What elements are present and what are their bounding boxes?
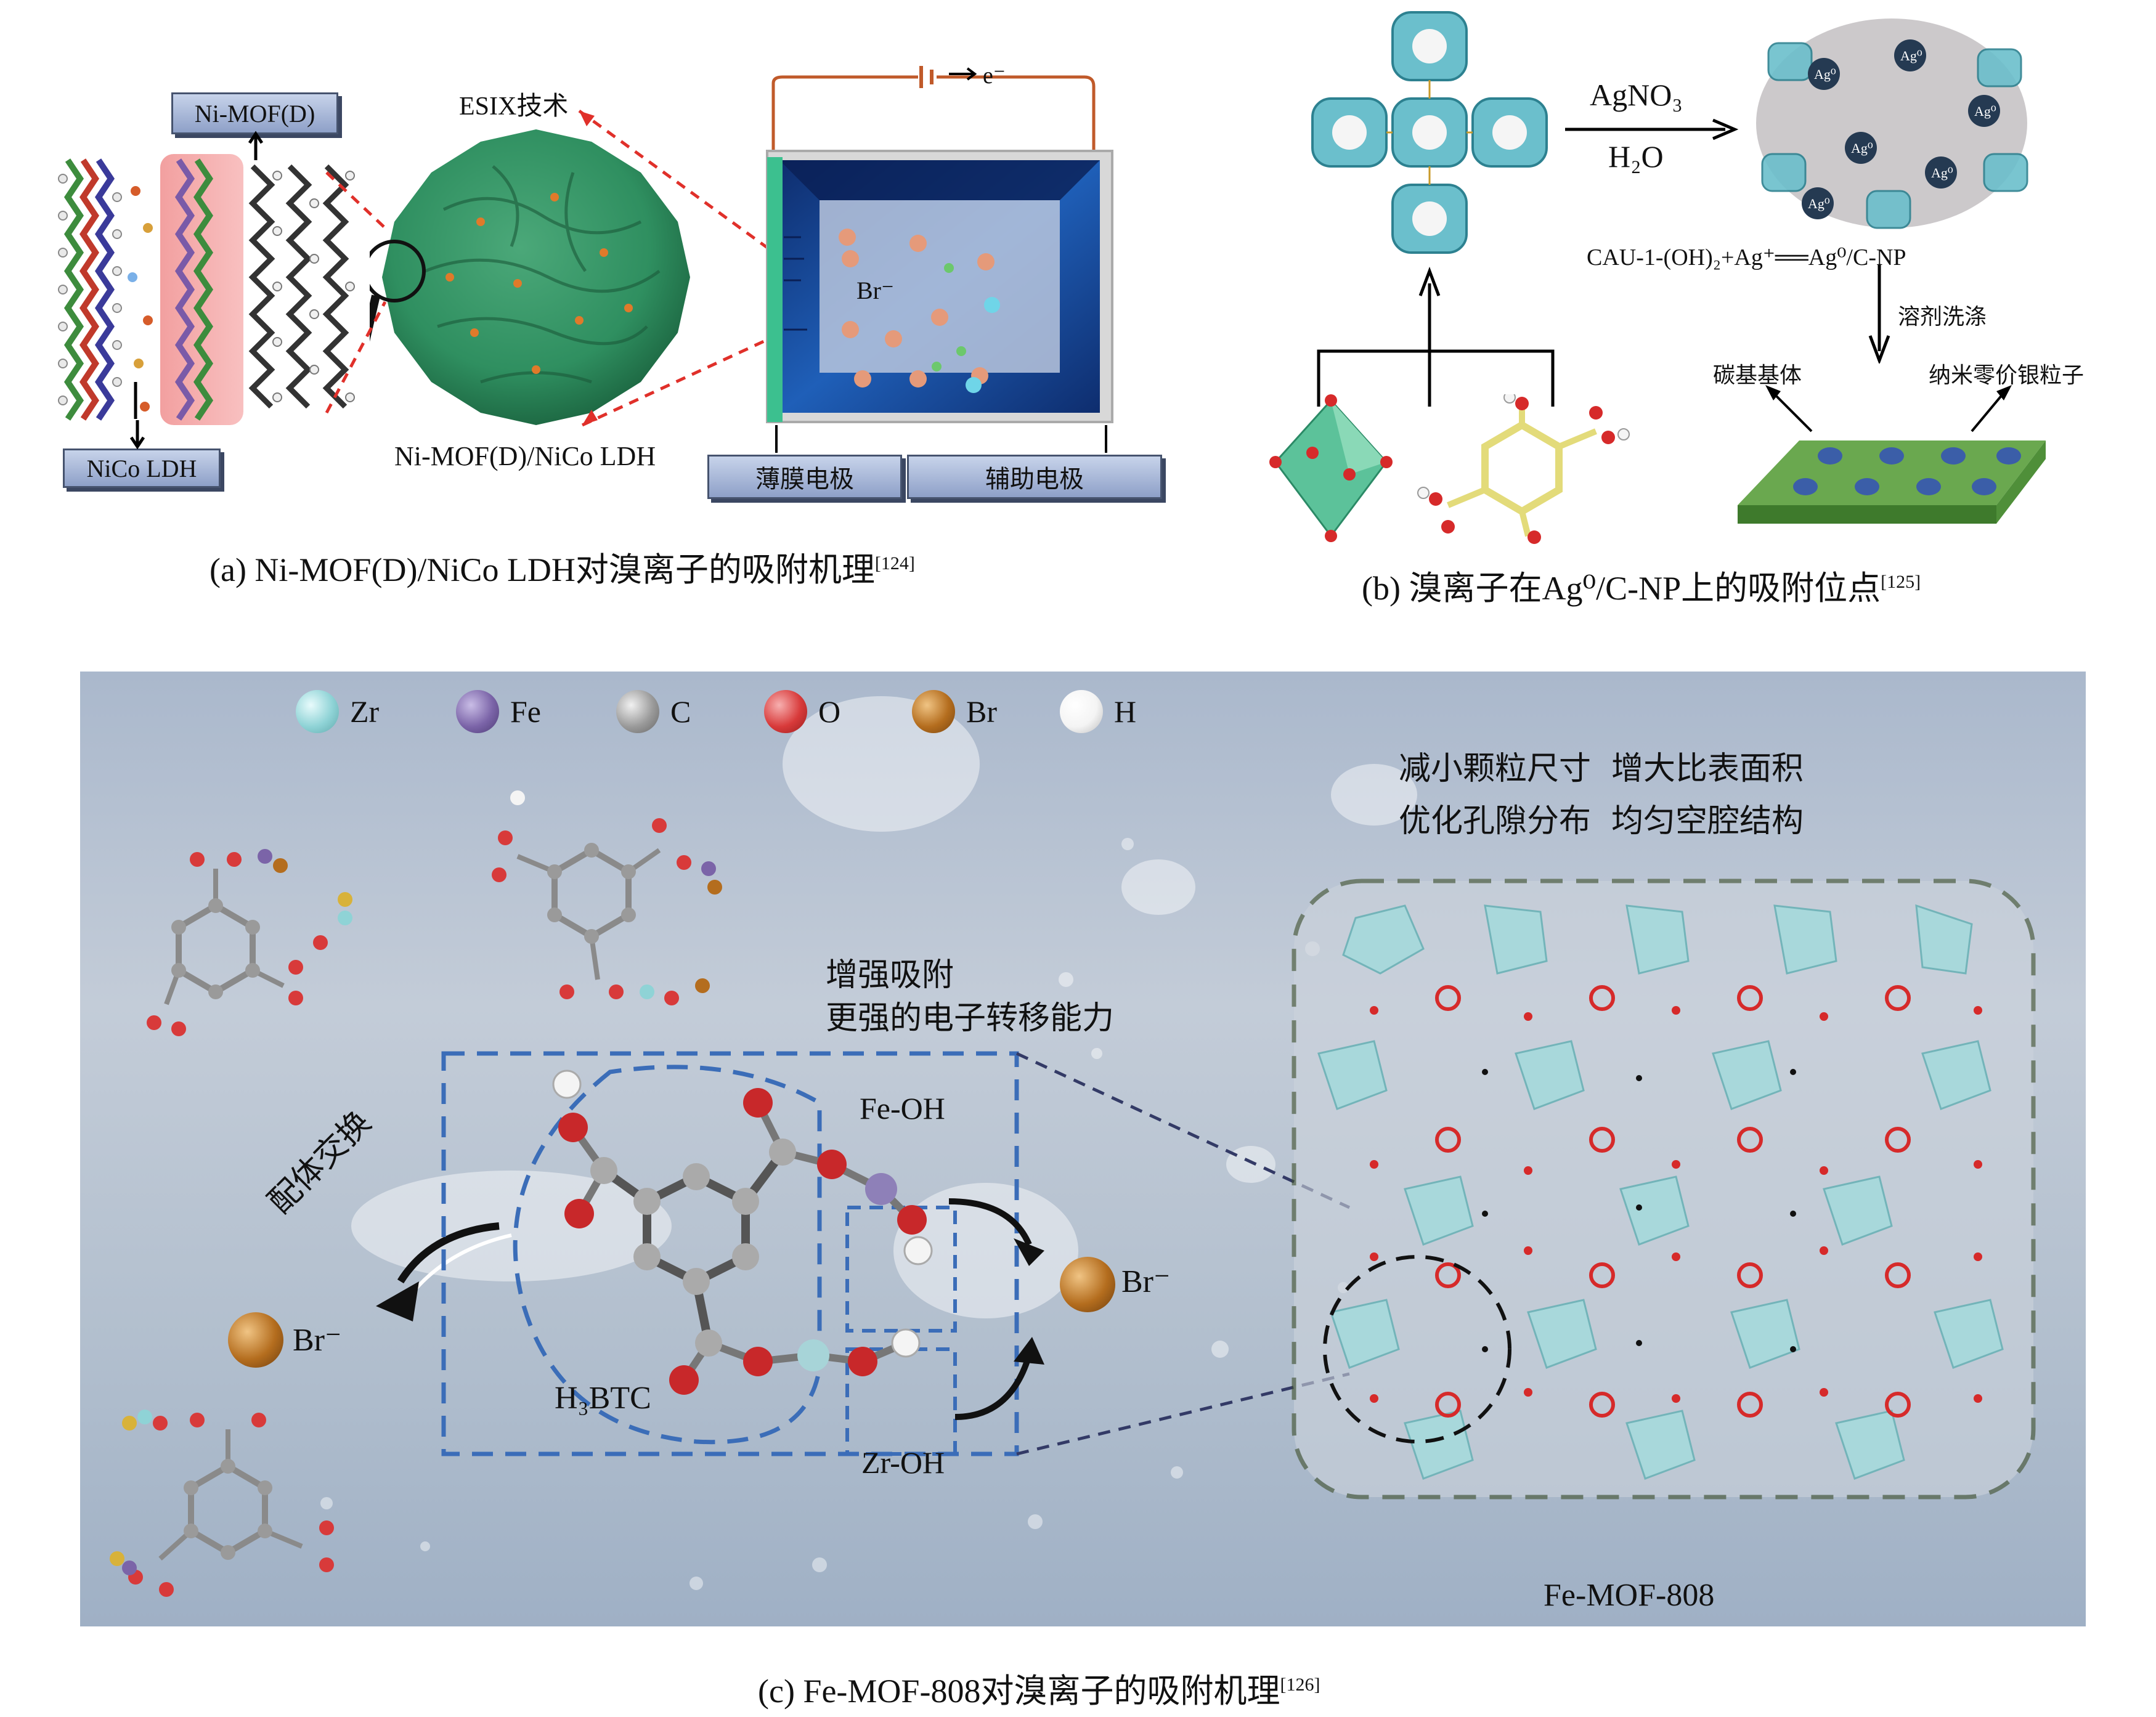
legend-h-swatch [1060, 690, 1103, 733]
legend-br: Br [912, 690, 997, 733]
benefits-line-1: 减小颗粒尺寸 增大比表面积 [1399, 750, 1804, 787]
ag0-label-6: Ag⁰ [1808, 196, 1830, 211]
legend-fe: Fe [456, 690, 541, 733]
reaction-equation: CAU-1-(OH)₂+Ag⁺══Ag⁰/C-NP [1587, 245, 1906, 270]
wash-label: 溶剂洗涤 [1898, 304, 1987, 330]
element-legend: Zr Fe C O Br H [296, 690, 1220, 739]
reaction-arrow [1565, 118, 1739, 140]
sphere-label: Ni-MOF(D)/NiCo LDH [394, 441, 656, 471]
legend-fe-label: Fe [510, 694, 541, 729]
panel-b: AgNO₃ H₂O Ag⁰ Ag⁰ Ag⁰ Ag⁰ Ag⁰ Ag⁰ CAU-1-… [1232, 0, 2156, 616]
legend-c: C [616, 690, 691, 733]
caption-a: (a) Ni-MOF(D)/NiCo LDH对溴离子的吸附机理[124] [209, 551, 915, 588]
fe-mof-808-label: Fe-MOF-808 [1544, 1578, 1715, 1613]
ligand-exchange-arrow [376, 1222, 512, 1321]
btc-fe-zr-molecule-3 [110, 1410, 334, 1597]
carbon-substrate [1738, 385, 2046, 524]
bromide-ion-right [1060, 1257, 1115, 1312]
wash-arrow [1868, 265, 1890, 363]
h3btc-label: H₃BTC [555, 1381, 651, 1416]
silver-np-label: 纳米零价银粒子 [1929, 363, 2085, 388]
fe-oh-label: Fe-OH [860, 1091, 945, 1126]
nico-ldh-label: NiCo LDH [63, 449, 221, 488]
caption-c: (c) Fe-MOF-808对溴离子的吸附机理[126] [758, 1673, 1320, 1710]
down-arrow [129, 420, 145, 450]
legend-zr: Zr [296, 690, 379, 733]
ag0-label-4: Ag⁰ [1851, 140, 1873, 156]
ni-mof-d-label: Ni-MOF(D) [171, 92, 338, 134]
enhance-line-1: 增强吸附 [826, 957, 954, 994]
metal-octahedron [1269, 394, 1393, 542]
legend-h: H [1060, 690, 1136, 733]
h3btc-zoom-box [441, 1051, 1044, 1456]
ag0-label-1: Ag⁰ [1814, 67, 1836, 82]
linker-molecule [1417, 394, 1630, 544]
legend-br-label: Br [966, 694, 997, 729]
cau-1-framework [1311, 11, 1548, 254]
panel-a: Ni-MOF(D) NiCo LDH ESIX技术 Ni-MOF(D)/NiCo… [0, 0, 1171, 591]
btc-fe-zr-molecule-1 [147, 849, 352, 1036]
legend-h-label: H [1114, 694, 1137, 729]
bromide-label-a: Br⁻ [856, 277, 894, 304]
legend-zr-swatch [296, 690, 339, 733]
enhance-line-2: 更强的电子转移能力 [826, 1000, 1115, 1037]
ag-c-np-structure: Ag⁰ Ag⁰ Ag⁰ Ag⁰ Ag⁰ Ag⁰ [1756, 18, 2028, 229]
btc-fe-zr-molecule-2 [492, 790, 722, 1005]
electrochemical-cell: e⁻ Br⁻ [766, 63, 1113, 453]
legend-fe-swatch [456, 690, 499, 733]
electron-label: e⁻ [983, 63, 1006, 89]
agno3-label: AgNO₃ [1590, 78, 1683, 112]
legend-zr-label: Zr [350, 694, 380, 729]
ni-mof-nico-ldh-sphere [370, 129, 690, 425]
legend-br-swatch [912, 690, 955, 733]
bromide-label-left: Br⁻ [293, 1323, 342, 1358]
aux-electrode-label: 辅助电极 [907, 455, 1162, 499]
benefits-line-2: 优化孔隙分布 均匀空腔结构 [1399, 803, 1804, 840]
zoom-dashed-lines [325, 109, 784, 427]
legend-o: O [764, 690, 840, 733]
panel-c: Zr Fe C O Br H 减小颗粒尺寸 增大比表面积 优化孔隙分布 均匀空腔… [80, 672, 2086, 1626]
assembly-arrows [1317, 266, 1555, 407]
carbon-matrix-label: 碳基基体 [1713, 363, 1802, 388]
legend-c-swatch [616, 690, 659, 733]
legend-o-label: O [818, 694, 841, 729]
ldh-layer-structure [58, 154, 355, 425]
bromide-label-right: Br⁻ [1121, 1264, 1171, 1299]
ag0-label-5: Ag⁰ [1931, 165, 1953, 181]
legend-c-label: C [670, 694, 691, 729]
ag0-label-2: Ag⁰ [1900, 48, 1922, 63]
fe-mof-808-framework [1292, 879, 2036, 1500]
ag0-label-3: Ag⁰ [1974, 104, 1996, 119]
up-arrow [248, 131, 264, 160]
bromide-ion-left [228, 1312, 283, 1368]
legend-o-swatch [764, 690, 807, 733]
esix-title: ESIX技术 [459, 92, 569, 121]
zr-oh-label: Zr-OH [861, 1445, 945, 1480]
h2o-label: H₂O [1608, 139, 1664, 174]
caption-b: (b) 溴离子在Ag⁰/C-NP上的吸附位点[125] [1362, 570, 1921, 607]
film-electrode-label: 薄膜电极 [707, 455, 902, 499]
